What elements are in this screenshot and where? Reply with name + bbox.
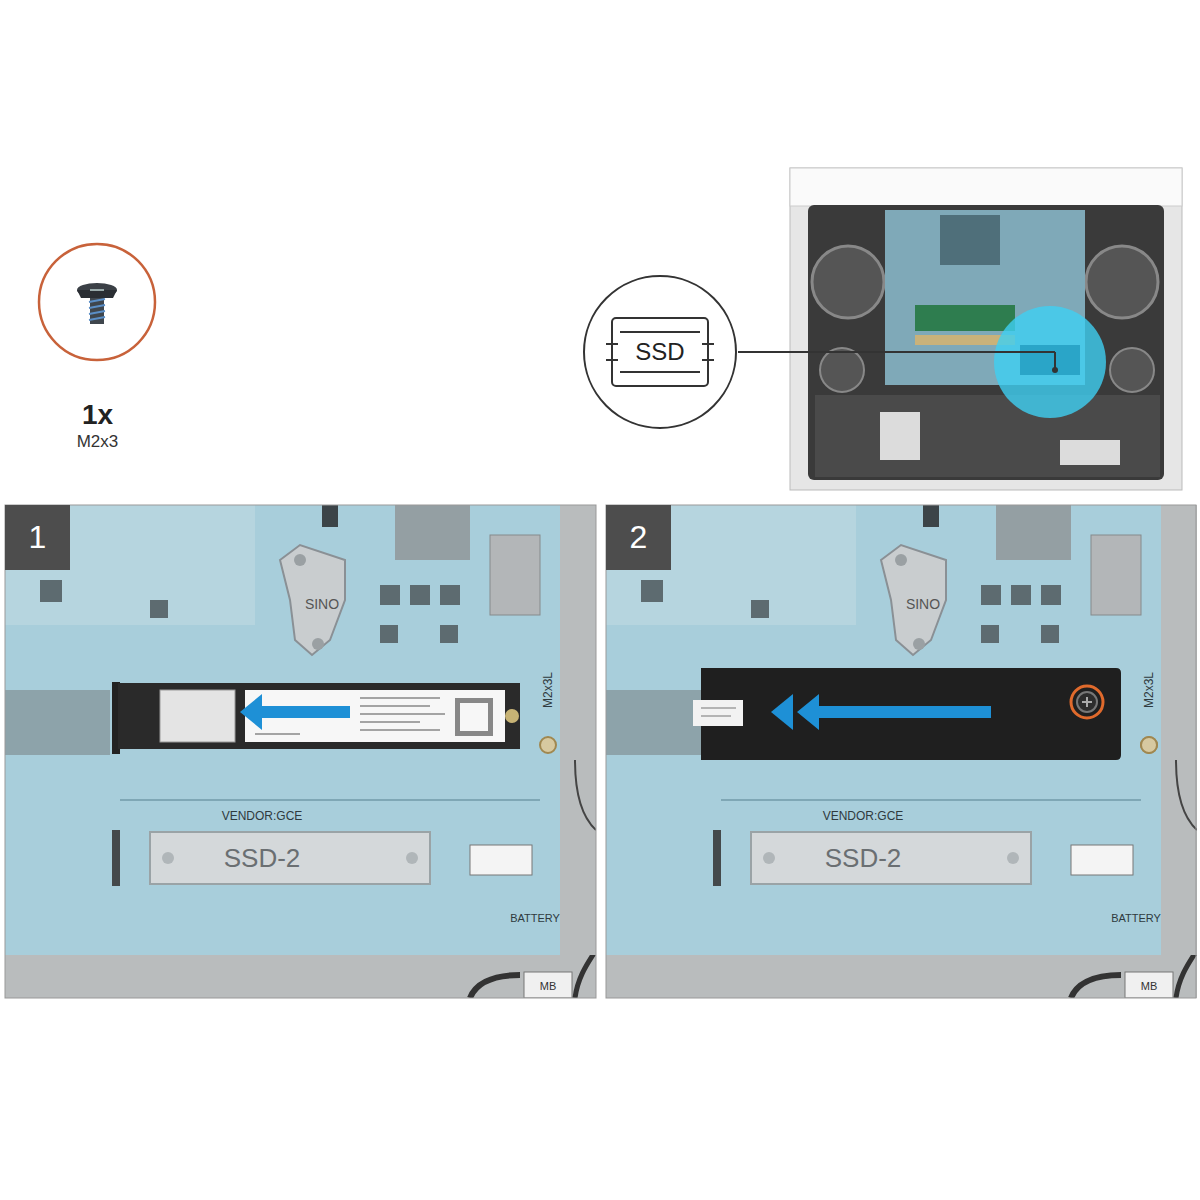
- shape: [90, 298, 104, 324]
- laptop-overview: [738, 168, 1182, 490]
- screw-icon: [35, 240, 160, 365]
- node-label: 1: [29, 518, 47, 556]
- shape: [39, 244, 155, 360]
- shape: [89, 305, 105, 308]
- board-silkscreen: BATTERY: [1111, 913, 1161, 924]
- board-silkscreen: MB: [540, 981, 557, 992]
- board-silkscreen: M2x3L: [542, 672, 554, 708]
- shape: [606, 343, 618, 345]
- panel-2: [606, 505, 1197, 998]
- shape: [612, 318, 708, 386]
- shape: [606, 359, 618, 361]
- board-silkscreen: SSD-2: [825, 845, 902, 871]
- shape: [584, 276, 736, 428]
- shape: [90, 289, 104, 291]
- shape: [89, 311, 105, 314]
- node-label: 2: [630, 518, 648, 556]
- screw-callout: 1xM2x3: [35, 240, 160, 480]
- panel-1: [5, 505, 596, 998]
- component-callout: SSD: [582, 274, 738, 430]
- node-label: 1x: [82, 398, 113, 432]
- board-silkscreen: SSD-2: [224, 845, 301, 871]
- shape: [620, 371, 700, 373]
- shape: [89, 317, 105, 320]
- shape: [620, 331, 700, 333]
- board-silkscreen: MB: [1141, 981, 1158, 992]
- board-silkscreen: SINO: [305, 597, 339, 611]
- node-label: SSD: [635, 338, 684, 367]
- board-silkscreen: VENDOR:GCE: [823, 810, 904, 822]
- shape: [77, 283, 117, 297]
- shape: [77, 290, 117, 298]
- board-silkscreen: VENDOR:GCE: [222, 810, 303, 822]
- board-silkscreen: SINO: [906, 597, 940, 611]
- node-sublabel: M2x3: [77, 432, 119, 452]
- board-silkscreen: M2x3L: [1143, 672, 1155, 708]
- shape: [89, 299, 105, 302]
- board-silkscreen: BATTERY: [510, 913, 560, 924]
- shape: [702, 343, 714, 345]
- step-number: 1: [5, 505, 70, 570]
- step-number: 2: [606, 505, 671, 570]
- shape: [702, 359, 714, 361]
